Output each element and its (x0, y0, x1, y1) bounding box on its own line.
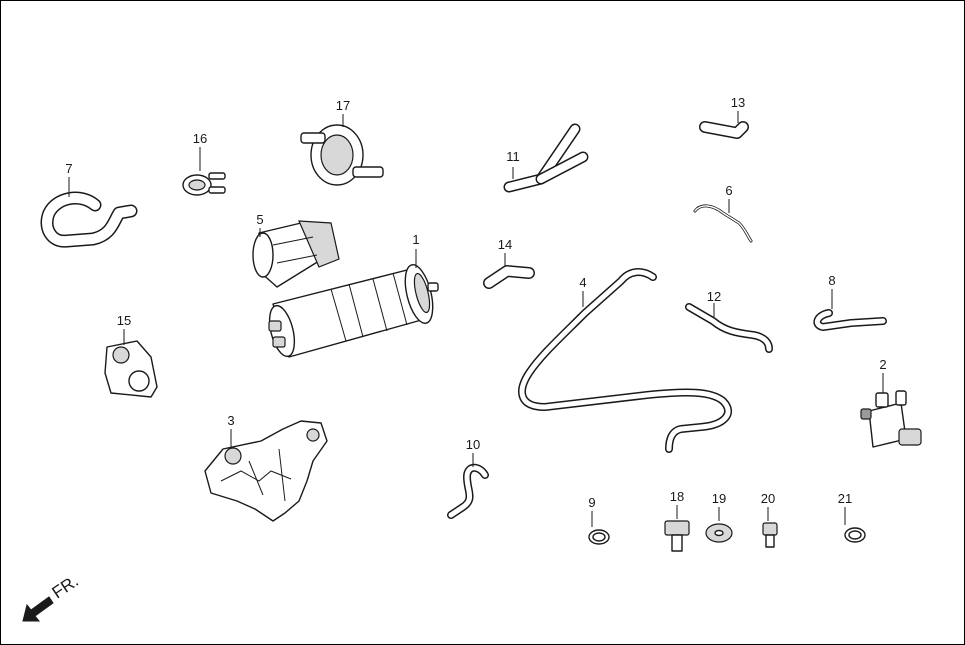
part-19-washer: 19 (705, 491, 733, 543)
part-12-hose: 12 (685, 289, 773, 353)
callout-14: 14 (498, 237, 512, 252)
part-3-bracket: 3 (204, 413, 328, 522)
part-7-hose: 7 (40, 161, 138, 248)
part-5-pump: 5 (252, 212, 340, 288)
part-6-wire: 6 (693, 183, 753, 243)
callout-6: 6 (725, 183, 732, 198)
part-13-elbow: 13 (699, 95, 749, 139)
front-direction-label: FR. (49, 571, 82, 602)
part-16-clamp: 16 (182, 131, 226, 196)
callout-17: 17 (336, 98, 350, 113)
part-14-elbow: 14 (483, 237, 535, 289)
callout-8: 8 (828, 273, 835, 288)
callout-10: 10 (466, 437, 480, 452)
part-9-clip: 9 (588, 495, 610, 545)
callout-11: 11 (506, 149, 520, 164)
part-8-hose: 8 (813, 273, 887, 331)
callout-3: 3 (227, 413, 234, 428)
callout-18: 18 (670, 489, 684, 504)
part-4-hose: 4 (518, 268, 732, 453)
front-direction-indicator: FR. (22, 571, 82, 622)
callout-20: 20 (761, 491, 775, 506)
callout-15: 15 (117, 313, 131, 328)
part-1-canister: 1 (268, 232, 439, 358)
callout-5: 5 (256, 212, 263, 227)
part-21-clip: 21 (838, 491, 866, 543)
part-17-filter: 17 (300, 98, 384, 186)
part-10-hose: 10 (447, 437, 489, 519)
callout-13: 13 (731, 95, 745, 110)
front-direction-arrow-icon (22, 596, 54, 622)
callout-16: 16 (193, 131, 207, 146)
callout-1: 1 (412, 232, 419, 247)
callout-12: 12 (707, 289, 721, 304)
callout-9: 9 (588, 495, 595, 510)
callout-19: 19 (712, 491, 726, 506)
callout-4: 4 (579, 275, 586, 290)
part-20-bolt: 20 (761, 491, 778, 548)
part-15-mount: 15 (104, 313, 158, 398)
callout-2: 2 (879, 357, 886, 372)
callout-7: 7 (65, 161, 72, 176)
callout-21: 21 (838, 491, 852, 506)
part-2-valve: 2 (860, 357, 922, 448)
part-18-bolt: 18 (664, 489, 690, 552)
part-11-y-joint: 11 (503, 123, 589, 193)
